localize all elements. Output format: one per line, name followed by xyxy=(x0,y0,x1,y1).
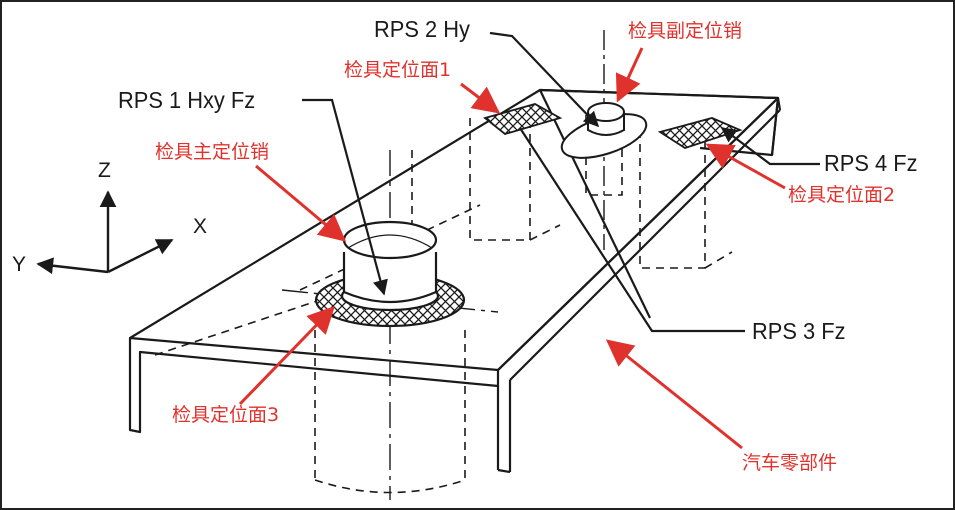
rps3-label: RPS 3 Fz xyxy=(752,318,846,344)
main-locating-pin xyxy=(281,150,499,500)
locating-face-1-annotation: 检具定位面1 xyxy=(344,59,452,81)
x-axis-label: X xyxy=(193,215,208,238)
z-axis-label: Z xyxy=(98,159,111,182)
rps-leader-lines xyxy=(302,31,820,333)
automotive-part-annotation: 汽车零部件 xyxy=(742,452,838,474)
locating-pads xyxy=(483,103,743,149)
auxiliary-pin-annotation: 检具副定位销 xyxy=(628,20,743,42)
rps2-label: RPS 2 Hy xyxy=(374,16,470,42)
main-pin-annotation: 检具主定位销 xyxy=(155,141,270,163)
rps1-label: RPS 1 Hxy Fz xyxy=(118,87,256,113)
annotation-arrows xyxy=(238,47,786,450)
locating-face-2-annotation: 检具定位面2 xyxy=(788,184,896,206)
locating-face-3-annotation: 检具定位面3 xyxy=(172,404,280,426)
rps4-label: RPS 4 Fz xyxy=(824,150,918,176)
coordinate-axes xyxy=(36,190,174,275)
y-axis-label: Y xyxy=(12,253,27,276)
